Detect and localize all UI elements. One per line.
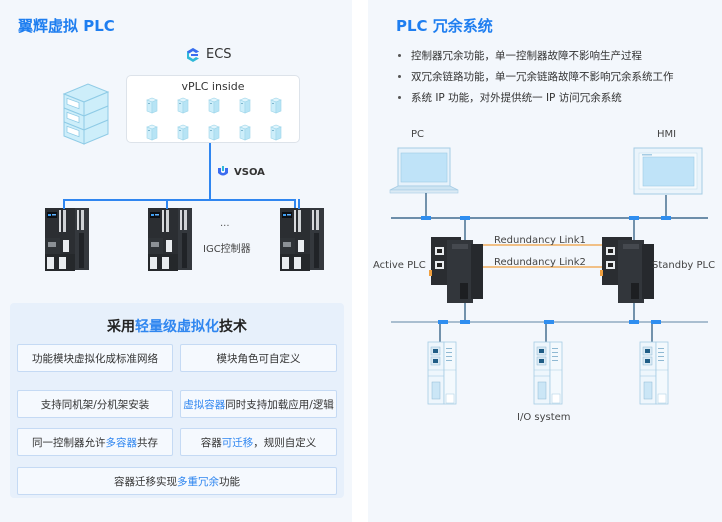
redundancy-diagram: PC HMI Active PLC Standby PLC Redundancy… <box>368 120 722 440</box>
bullet-item: 系统 IP 功能，对外提供统一 IP 访问冗余系统 <box>398 87 674 108</box>
vplc-instance-icon <box>146 97 159 118</box>
igc-controller-device <box>268 208 324 271</box>
heading-highlight: 轻量级虚拟化 <box>135 319 219 335</box>
vsoa-badge: VSOA <box>217 166 265 178</box>
io-module-group <box>427 324 669 405</box>
redundancy-link2-label: Redundancy Link2 <box>494 257 586 268</box>
bus-drop-line <box>166 199 168 209</box>
feature-item: 模块角色可自定义 <box>180 344 337 372</box>
feature-item-wide: 容器迁移实现多重冗余功能 <box>17 467 337 495</box>
feature-text: 容器迁移实现 <box>114 475 177 488</box>
redundancy-title: PLC 冗余系统 <box>396 17 493 35</box>
controller-ellipsis: ... <box>220 218 230 229</box>
feature-text: 支持同机架/分机架安装 <box>40 398 150 411</box>
io-module-icon <box>427 324 457 405</box>
vplc-instance-grid <box>137 97 291 145</box>
io-module-icon <box>639 324 669 405</box>
feature-text: 功能 <box>219 475 240 488</box>
feature-item: 容器可迁移，规则自定义 <box>180 428 337 456</box>
network-topology <box>389 147 708 405</box>
vplc-instance-icon <box>146 124 159 145</box>
igc-controller-device <box>136 208 192 271</box>
standby-plc-label: Standby PLC <box>652 260 716 271</box>
feature-text: 同时支持加载应用/逻辑 <box>225 398 334 411</box>
feature-highlight: 可迁移 <box>221 436 254 449</box>
feature-highlight: 多重冗余 <box>177 475 219 488</box>
vplc-container: vPLC inside <box>126 75 300 143</box>
ecs-header: ECS <box>186 47 232 62</box>
io-module-icon <box>533 324 563 405</box>
redundancy-link1-label: Redundancy Link1 <box>494 235 586 246</box>
virtual-plc-panel: 翼辉虚拟 PLC ECS vPLC inside <box>0 0 352 522</box>
feature-text: 功能模块虚拟化成标准网络 <box>32 352 158 365</box>
bottom-bus-ports <box>438 320 661 324</box>
vsoa-label: VSOA <box>234 166 265 178</box>
vplc-instance-icon <box>208 97 220 118</box>
heading-suffix: 技术 <box>219 319 247 335</box>
hmi-label: HMI <box>657 129 677 140</box>
feature-text: 容器 <box>200 436 222 449</box>
ecs-logo-icon <box>187 47 199 62</box>
active-plc-label: Active PLC <box>373 260 426 271</box>
vplc-instance-icon <box>177 97 189 118</box>
feature-text: 同一控制器允许 <box>32 436 106 449</box>
feature-text: 模块角色可自定义 <box>216 352 301 365</box>
vplc-label: vPLC inside <box>181 80 245 93</box>
io-system-label: I/O system <box>517 412 571 423</box>
server-stack-icon <box>62 83 110 145</box>
igc-controller-label: IGC控制器 <box>203 244 251 255</box>
feature-highlight: 虚拟容器 <box>183 398 226 411</box>
virtual-plc-title: 翼辉虚拟 PLC <box>18 17 115 35</box>
vsoa-bus-line <box>63 199 296 201</box>
bus-drop-3 <box>294 199 296 209</box>
bullet-text: 双冗余链路功能，单一冗余链路故障不影响冗余系统工作 <box>411 71 674 83</box>
active-plc-device <box>429 237 483 303</box>
pc-laptop-icon <box>389 147 459 194</box>
feature-item: 功能模块虚拟化成标准网络 <box>17 344 173 372</box>
bullet-dot <box>398 96 401 99</box>
ecs-label: ECS <box>206 47 232 62</box>
bullet-dot <box>398 75 401 78</box>
bullet-item: 双冗余链路功能，单一冗余链路故障不影响冗余系统工作 <box>398 66 674 87</box>
vsoa-trunk-line <box>209 143 211 199</box>
bullet-dot <box>398 54 401 57</box>
feature-text: 共存 <box>137 436 158 449</box>
feature-item: 支持同机架/分机架安装 <box>17 390 173 418</box>
vplc-instance-icon <box>269 97 282 118</box>
vplc-instance-icon <box>208 124 220 145</box>
feature-item: 同一控制器允许多容器共存 <box>17 428 173 456</box>
vplc-instance-icon <box>269 124 282 145</box>
bullet-text: 系统 IP 功能，对外提供统一 IP 访问冗余系统 <box>411 92 622 104</box>
bus-drop-line <box>298 199 300 209</box>
standby-plc-device <box>600 237 654 303</box>
feature-highlight: 多容器 <box>105 436 138 449</box>
virtualization-feature-card: 采用轻量级虚拟化技术 功能模块虚拟化成标准网络 模块角色可自定义 支持同机架/分… <box>10 303 344 498</box>
vplc-instance-icon <box>238 97 251 118</box>
pc-label: PC <box>411 129 425 140</box>
plc-redundancy-panel: PLC 冗余系统 控制器冗余功能，单一控制器故障不影响生产过程 双冗余链路功能，… <box>368 0 722 522</box>
bus-drop-line <box>63 199 65 209</box>
top-bus-ports <box>421 216 671 220</box>
feature-heading: 采用轻量级虚拟化技术 <box>10 316 344 336</box>
feature-item: 虚拟容器同时支持加载应用/逻辑 <box>180 390 337 418</box>
igc-controller-device <box>33 208 89 271</box>
bullet-text: 控制器冗余功能，单一控制器故障不影响生产过程 <box>411 50 642 62</box>
vsoa-logo-icon <box>218 166 228 176</box>
feature-text: ，规则自定义 <box>253 436 317 449</box>
heading-prefix: 采用 <box>107 319 135 335</box>
bullet-item: 控制器冗余功能，单一控制器故障不影响生产过程 <box>398 45 674 66</box>
vplc-instance-icon <box>238 124 251 145</box>
hmi-panel-icon <box>633 147 703 195</box>
redundancy-feature-list: 控制器冗余功能，单一控制器故障不影响生产过程 双冗余链路功能，单一冗余链路故障不… <box>398 45 674 108</box>
vplc-instance-icon <box>177 124 189 145</box>
